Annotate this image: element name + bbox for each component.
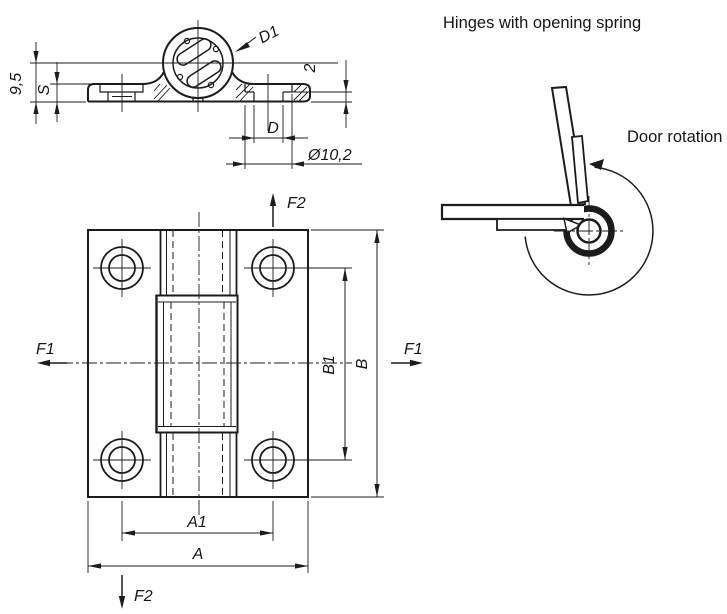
rotation-arrowhead (589, 159, 604, 170)
front-view-dimensions (37, 193, 423, 609)
dim-label-f1-right: F1 (404, 341, 423, 358)
leaf-wrap-notch (562, 217, 583, 235)
dim-label-a: A (192, 546, 204, 563)
spring-leaf-open (571, 135, 589, 205)
dim-label-f1-left: F1 (36, 341, 55, 358)
knuckle-outer-circle (162, 27, 234, 99)
mounting-hole-bottom-right (244, 431, 352, 489)
mounting-hole-top-left (93, 239, 151, 297)
rotation-arc (524, 166, 654, 296)
force-arrow-f1-left (37, 359, 67, 367)
mounting-hole-top-right (244, 239, 352, 297)
spring-leaf-fixed (496, 218, 571, 231)
force-arrow-f1-right (391, 359, 423, 367)
opening-spring-section (176, 37, 222, 89)
knuckle-inner-circle (172, 37, 224, 89)
top-section-view: D1 9,5 S 2 D Ø10,2 (8, 20, 362, 169)
dim-label-d: D (267, 120, 279, 137)
dim-label-d1: D1 (256, 23, 282, 47)
dim-label-9-5: 9,5 (8, 73, 25, 95)
dim-label-f2-bottom: F2 (134, 588, 153, 605)
dim-label-s: S (36, 84, 53, 95)
hinge-profile-body (87, 27, 311, 103)
force-arrow-f2-bottom (118, 575, 126, 609)
knuckle-column (155, 230, 239, 497)
door-rotation-label: Door rotation (627, 128, 722, 146)
dim-label-dia-10-2: Ø10,2 (307, 147, 352, 164)
left-flange-hole (99, 84, 144, 101)
dim-label-b1: B1 (321, 355, 338, 375)
hatch-lines (153, 83, 309, 102)
right-flange-hole (244, 84, 293, 101)
centerlines-extensions (30, 20, 352, 169)
dim-label-a1: A1 (186, 514, 207, 531)
dim-label-2: 2 (302, 63, 319, 73)
frame-leaf (440, 203, 584, 221)
mounting-holes (93, 239, 352, 489)
mounting-hole-bottom-left (93, 431, 151, 489)
front-view: F2 F1 F1 B1 B A1 A F2 (36, 193, 423, 609)
view-title: Hinges with opening spring (443, 14, 641, 32)
hinge-plate-outline (87, 229, 309, 498)
dim-label-f2-top: F2 (287, 195, 306, 212)
door-rotation-view: Hinges with opening spring Door rotation (440, 14, 722, 296)
top-view-dimensions (33, 36, 362, 167)
force-arrow-f2-top (269, 193, 277, 227)
dim-label-b: B (354, 358, 371, 369)
knuckle-barrel (155, 294, 239, 434)
